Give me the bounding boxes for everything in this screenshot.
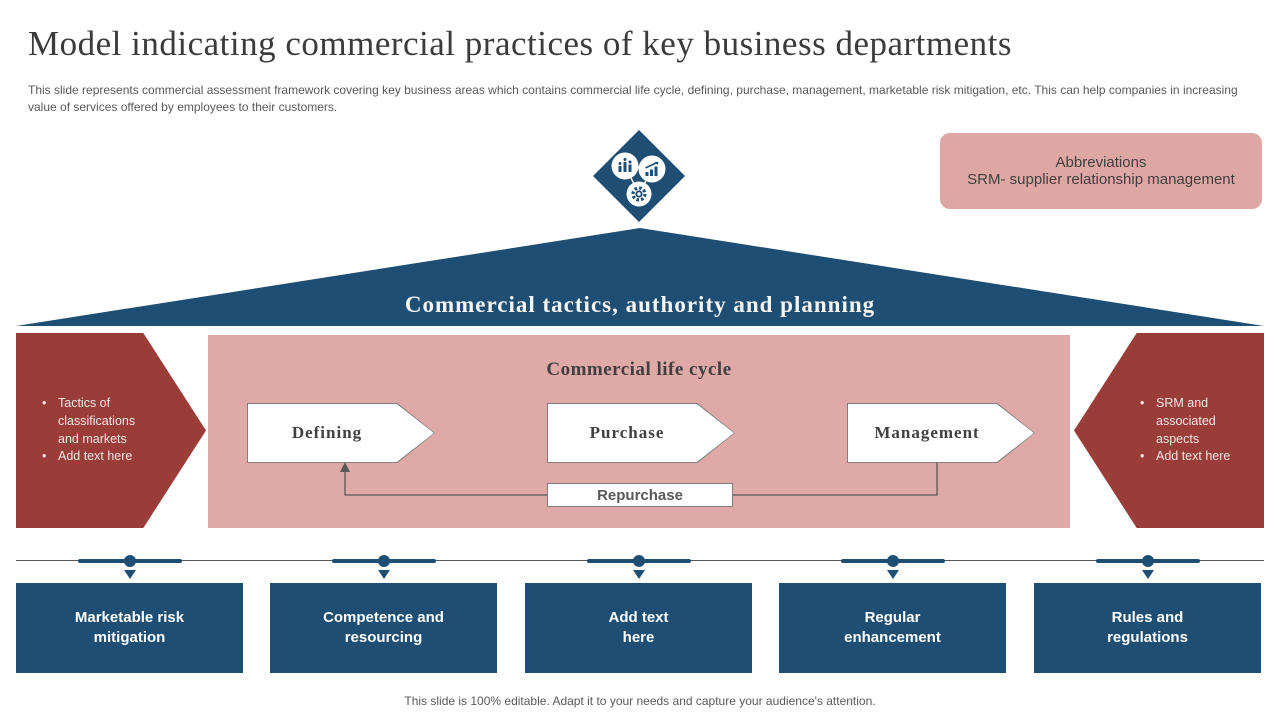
department-box-rules-regulations: Rules and regulations [1034, 583, 1261, 673]
gear-icon [626, 181, 652, 207]
growth-chart-icon [638, 155, 666, 183]
stage-label: Purchase [589, 423, 665, 442]
down-arrow-icon [123, 570, 136, 579]
department-box-add-text: Add text here [525, 583, 752, 673]
department-label: Regular enhancement [844, 608, 941, 646]
lifecycle-title: Commercial life cycle [546, 359, 732, 380]
department-box-regular-enhancement: Regular enhancement [779, 583, 1006, 673]
down-arrow-icon [632, 570, 645, 579]
down-arrow-icon [887, 570, 899, 579]
timeline-dot [123, 554, 136, 567]
stage-defining: Defining [247, 403, 435, 463]
department-label: Competence and resourcing [323, 608, 444, 646]
stage-purchase: Purchase [547, 403, 735, 463]
team-stats-icon [611, 152, 639, 180]
page-title: Model indicating commercial practices of… [28, 24, 1013, 63]
bullet-item: Tactics of classifications and markets [42, 395, 154, 448]
left-arrow-bullet-list: Tactics of classifications and markets A… [42, 395, 154, 466]
stage-management: Management [847, 403, 1035, 463]
bullet-item: Add text here [42, 448, 154, 466]
department-box-marketable-risk: Marketable risk mitigation [16, 583, 243, 673]
pyramid-label: Commercial tactics, authority and planni… [404, 292, 876, 317]
pyramid-shape: Commercial tactics, authority and planni… [16, 228, 1264, 326]
department-label: Marketable risk mitigation [74, 608, 185, 646]
abbreviations-title: Abbreviations [1055, 154, 1147, 171]
stage-label: Management [874, 423, 980, 442]
stage-label: Defining [291, 423, 363, 442]
process-diamond-icon [593, 130, 685, 222]
timeline-dot [378, 554, 390, 567]
department-label: Add text here [608, 608, 669, 646]
right-arrow-callout: SRM and associated aspects Add text here [1074, 333, 1264, 528]
timeline-dot [887, 554, 899, 567]
repurchase-label-box: Repurchase [547, 483, 733, 507]
down-arrow-icon [1141, 570, 1154, 579]
timeline-dot [1141, 554, 1154, 567]
department-box-competence: Competence and resourcing [270, 583, 497, 673]
abbreviations-box: Abbreviations SRM- supplier relationship… [940, 133, 1262, 209]
slide-description: This slide represents commercial assessm… [28, 83, 1238, 115]
bullet-item: SRM and associated aspects [1140, 395, 1252, 448]
abbreviations-entry: SRM- supplier relationship management [967, 171, 1235, 188]
footer-note: This slide is 100% editable. Adapt it to… [404, 694, 876, 708]
down-arrow-icon [378, 570, 390, 579]
department-label: Rules and regulations [1107, 608, 1188, 646]
timeline-dot [632, 554, 645, 567]
right-arrow-bullet-list: SRM and associated aspects Add text here [1140, 395, 1252, 466]
bullet-item: Add text here [1140, 448, 1252, 466]
left-arrow-callout: Tactics of classifications and markets A… [16, 333, 206, 528]
